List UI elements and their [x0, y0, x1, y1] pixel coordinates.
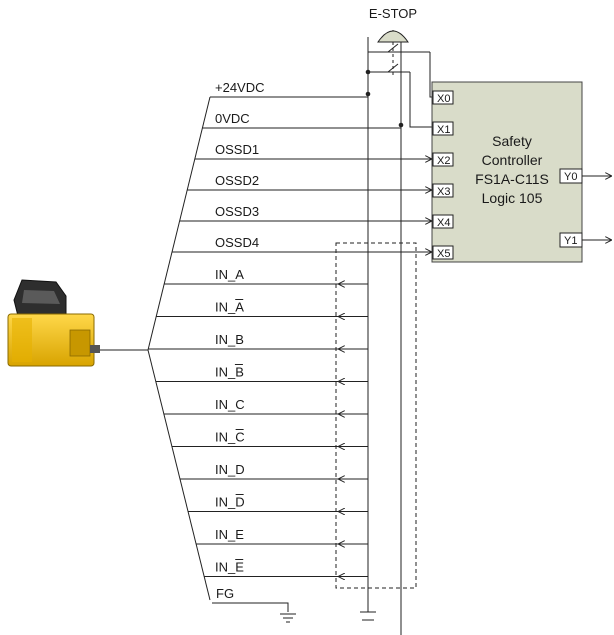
terminal-x2 [432, 152, 454, 167]
input-label: IN_B [215, 332, 244, 347]
junction-24v [365, 91, 371, 97]
controller-line-1: Safety [492, 133, 532, 149]
input-label: IN_A [215, 267, 244, 282]
laser-scanner-icon [7, 279, 100, 367]
terminal-x5 [432, 245, 454, 260]
input-label: IN_C [215, 430, 245, 445]
output-label: Y1 [564, 235, 577, 247]
wire-label: OSSD1 [215, 142, 259, 157]
input-label: IN_D [215, 462, 245, 477]
input-lines: IN_A IN_A IN_B IN_B IN_C IN_C IN_D IN_D IN_E IN_E [148, 267, 368, 577]
terminal-label: X5 [437, 248, 450, 260]
terminal-x1 [432, 121, 454, 136]
static-wiring [98, 30, 432, 635]
terminal-x4 [432, 214, 454, 229]
input-label: IN_C [215, 397, 245, 412]
estop-button-icon [377, 30, 409, 43]
estop-label: E-STOP [369, 6, 417, 21]
fg-label: FG [216, 586, 234, 601]
input-label: IN_A [215, 300, 244, 315]
input-label: IN_E [215, 560, 244, 575]
estop-to-x1 [409, 72, 432, 128]
wire-label: OSSD4 [215, 235, 259, 250]
input-label: IN_B [215, 365, 244, 380]
wire-label: 0VDC [215, 111, 250, 126]
junction-estop [365, 69, 371, 75]
terminal-label: X4 [437, 217, 450, 229]
terminal-label: X2 [437, 155, 450, 167]
power-lines: +24VDC 0VDC [202, 80, 401, 129]
terminal-x0 [432, 90, 454, 105]
estop-to-x0 [429, 52, 432, 98]
terminal-label: X0 [437, 93, 450, 105]
controller-line-2: Controller [482, 152, 543, 168]
fan-top [147, 96, 211, 351]
wire-label: OSSD2 [215, 173, 259, 188]
terminal-label: X1 [437, 124, 450, 136]
terminal-label: X3 [437, 186, 450, 198]
fan-bottom [147, 349, 211, 601]
controller-line-3: FS1A-C11S [475, 171, 549, 187]
junction-0v [398, 122, 404, 128]
wire-label: OSSD3 [215, 204, 259, 219]
controller-title: Safety Controller FS1A-C11S Logic 105 [475, 133, 549, 206]
wire-label: +24VDC [215, 80, 265, 95]
output-label: Y0 [564, 171, 577, 183]
input-dashed-group [335, 242, 417, 589]
terminal-x3 [432, 183, 454, 198]
input-label: IN_D [215, 495, 245, 510]
fg-wire [212, 602, 289, 612]
input-label: IN_E [215, 527, 244, 542]
controller-line-4: Logic 105 [482, 190, 543, 206]
